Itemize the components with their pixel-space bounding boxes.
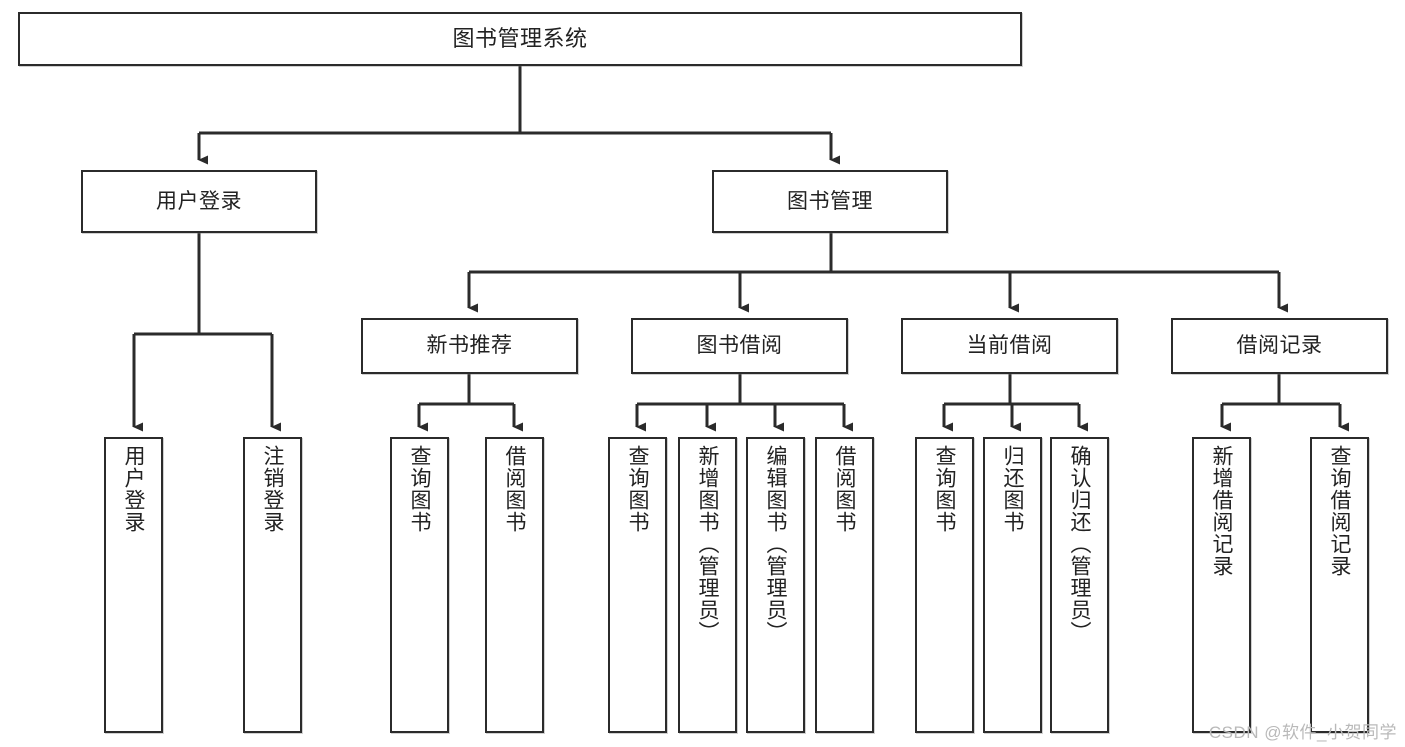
node-label: 新增借阅记录 [1210,445,1233,577]
leaf-new-book-query[interactable]: 查询图书 [390,437,449,733]
node-user-login[interactable]: 用户登录 [81,170,317,233]
leaf-current-borrow-return[interactable]: 归还图书 [983,437,1042,733]
node-borrow-record[interactable]: 借阅记录 [1171,318,1388,374]
node-book-borrow[interactable]: 图书借阅 [631,318,848,374]
leaf-new-book-borrow[interactable]: 借阅图书 [485,437,544,733]
leaf-borrow-record-add[interactable]: 新增借阅记录 [1192,437,1251,733]
node-current-borrow[interactable]: 当前借阅 [901,318,1118,374]
node-root-library-system[interactable]: 图书管理系统 [18,12,1022,66]
node-new-book-recommend[interactable]: 新书推荐 [361,318,578,374]
node-label: 归还图书 [1001,445,1024,533]
node-label: 图书借阅 [696,334,783,358]
node-label: 当前借阅 [966,334,1053,358]
node-label: 借阅记录 [1236,334,1323,358]
node-label: 借阅图书 [833,445,856,533]
node-book-management[interactable]: 图书管理 [712,170,948,233]
node-label: 借阅图书 [503,445,526,533]
node-label: 查询图书 [626,445,649,533]
leaf-current-borrow-confirm-return[interactable]: 确认归还（管理员） [1050,437,1109,733]
node-label: 用户登录 [156,189,242,213]
node-label: 图书管理系统 [452,25,588,51]
node-label: 查询图书 [408,445,431,533]
node-label: 确认归还（管理员） [1068,445,1091,643]
leaf-user-login-login[interactable]: 用户登录 [104,437,163,733]
node-label: 查询借阅记录 [1328,445,1351,577]
node-label: 新增图书（管理员） [696,445,719,643]
node-label: 编辑图书（管理员） [764,445,787,643]
node-label: 查询图书 [933,445,956,533]
node-label: 新书推荐 [426,334,513,358]
leaf-current-borrow-query[interactable]: 查询图书 [915,437,974,733]
leaf-book-borrow-query[interactable]: 查询图书 [608,437,667,733]
leaf-borrow-record-query[interactable]: 查询借阅记录 [1310,437,1369,733]
watermark-text: CSDN @软件_小贺同学 [1208,723,1397,742]
node-label: 图书管理 [787,189,873,213]
leaf-book-borrow-edit[interactable]: 编辑图书（管理员） [746,437,805,733]
leaf-book-borrow-add[interactable]: 新增图书（管理员） [678,437,737,733]
leaf-user-login-logout[interactable]: 注销登录 [243,437,302,733]
leaf-book-borrow-borrow[interactable]: 借阅图书 [815,437,874,733]
node-label: 用户登录 [122,445,145,533]
node-label: 注销登录 [261,445,284,533]
